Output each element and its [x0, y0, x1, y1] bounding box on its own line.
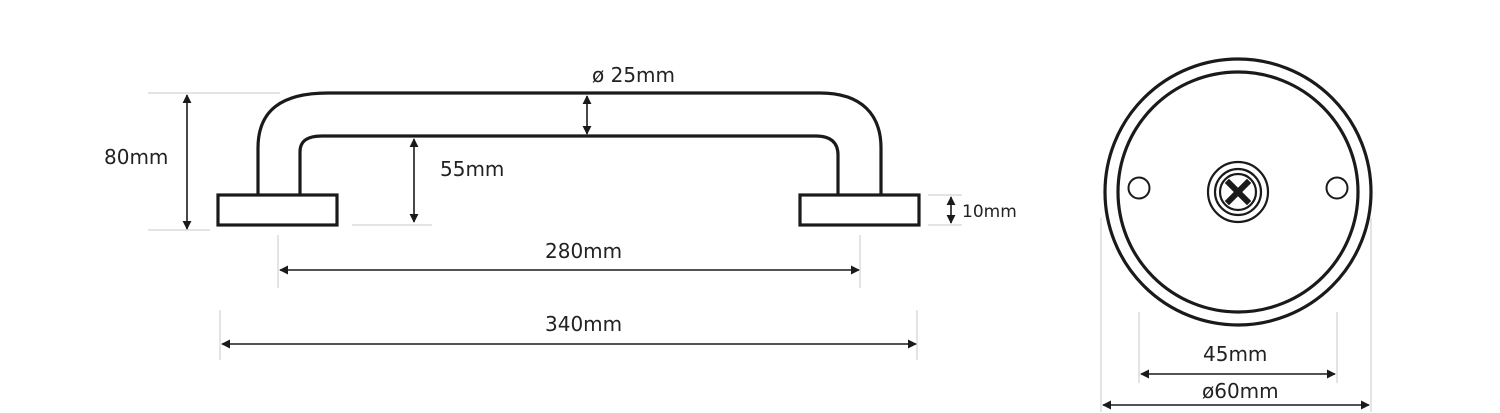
front-view: 45mm ø60mm	[1100, 57, 1373, 412]
right-base-plate	[798, 193, 921, 227]
handle-outer-contour	[256, 91, 883, 195]
overall-height-label: 80mm	[104, 145, 168, 169]
left-base-plate	[216, 193, 339, 227]
plate-diameter-label: ø60mm	[1202, 379, 1279, 403]
overall-length-label: 340mm	[545, 312, 622, 336]
center-screw-icon	[1206, 160, 1270, 224]
right-mounting-hole	[1325, 176, 1349, 200]
left-mounting-hole	[1127, 176, 1151, 200]
base-height-label: 10mm	[962, 202, 1017, 222]
inner-span-label: 280mm	[545, 239, 622, 263]
plate-inner-circle	[1116, 70, 1360, 314]
plate-outer-circle	[1103, 57, 1373, 327]
tube-diameter-label: ø 25mm	[592, 63, 675, 87]
hole-spacing-label: 45mm	[1203, 342, 1267, 366]
handle-inner-contour	[298, 134, 840, 195]
clearance-label: 55mm	[440, 157, 504, 181]
side-view: 80mm ø 25mm 55mm 10mm 280mm 340mm	[104, 63, 1017, 360]
